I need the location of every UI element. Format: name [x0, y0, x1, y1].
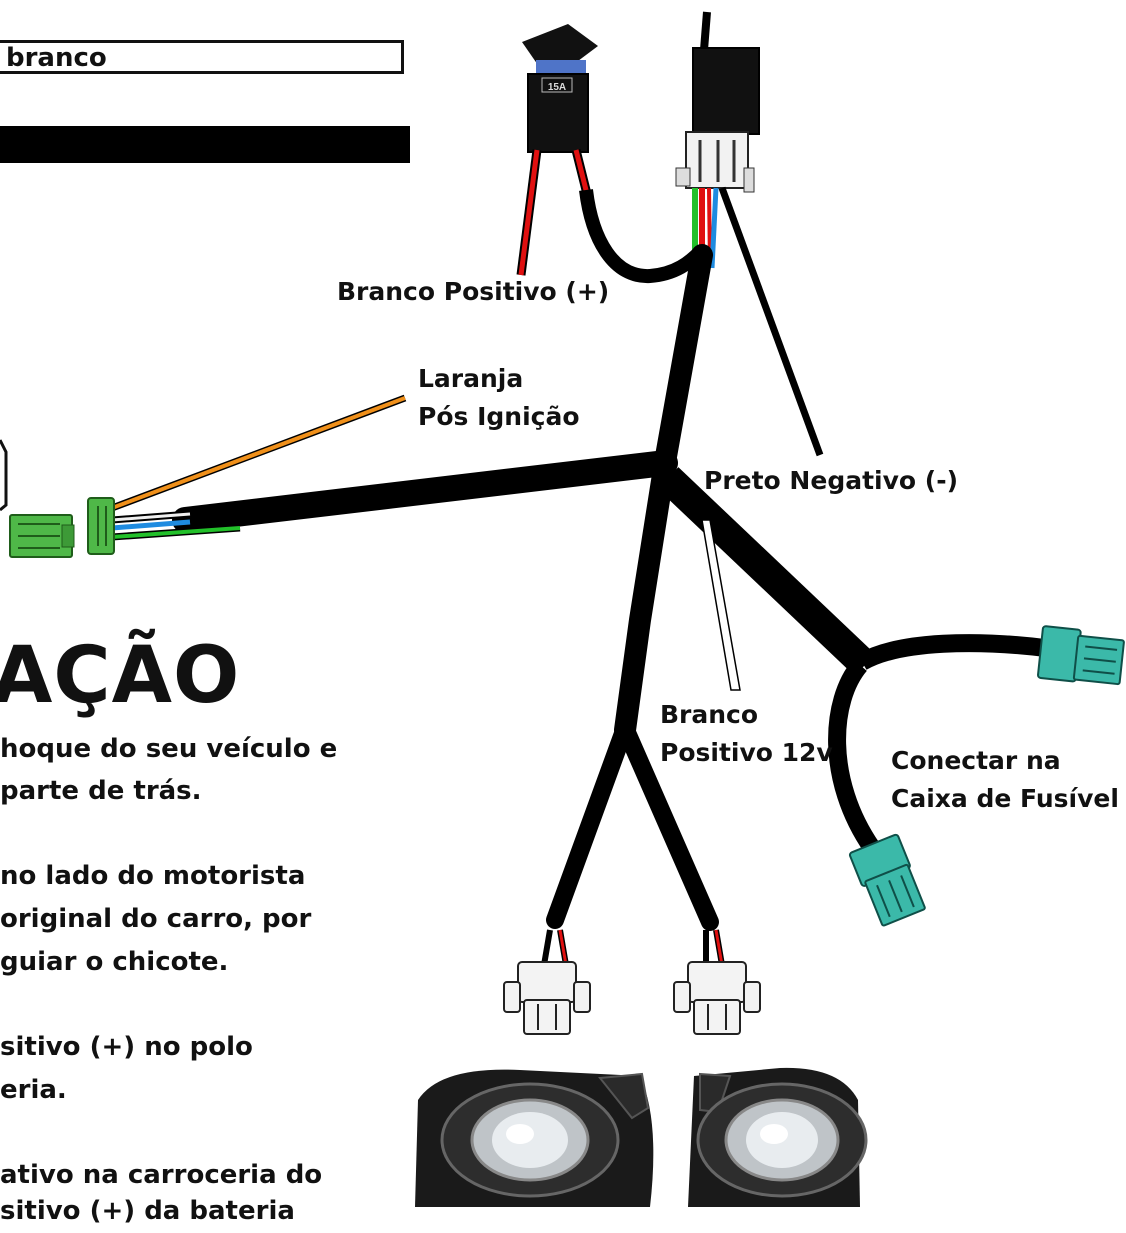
label-pos-ignicao: Pós Ignição [418, 402, 580, 431]
fusebox-connectors [828, 625, 1125, 927]
wiring-harness-diagram: 15A [0, 11, 1125, 1207]
fuse-amp-label: 15A [548, 82, 566, 93]
instruction-2-line-3: guiar o chicote. [0, 947, 229, 977]
relay-wires [692, 186, 824, 457]
left-edge-bracket [0, 439, 8, 512]
instruction-1-line-2: parte de trás. [0, 776, 202, 806]
white-12v-wire [701, 519, 741, 691]
lamp-connector-right [673, 929, 761, 1035]
top-left-black-bar [0, 126, 410, 163]
label-caixa-de-fusivel: Caixa de Fusível [891, 784, 1119, 813]
fog-lamp-left [415, 1069, 654, 1207]
left-branch [9, 394, 407, 558]
label-branco: Branco [660, 700, 759, 729]
instruction-4-line-1: ativo na carroceria do [0, 1160, 323, 1190]
instructions-heading: AÇÃO [0, 631, 241, 721]
instruction-3-line-1: sitivo (+) no polo [0, 1032, 253, 1062]
label-preto-negativo: Preto Negativo (-) [704, 466, 959, 495]
label-conectar-na: Conectar na [891, 746, 1061, 775]
fog-lamp-right [688, 1067, 868, 1207]
label-positivo-12v: Positivo 12v [660, 738, 833, 767]
instruction-2-line-1: no lado do motorista [0, 861, 306, 891]
label-laranja: Laranja [418, 364, 524, 393]
instruction-3-line-2: eria. [0, 1075, 67, 1105]
fuse-holder: 15A [516, 24, 705, 284]
relay [675, 11, 760, 193]
top-box-text: branco [6, 43, 107, 73]
lamp-connector-left [503, 929, 591, 1035]
instruction-2-line-2: original do carro, por [0, 904, 312, 934]
harness-trunk [172, 244, 876, 931]
top-left-text-box: branco [0, 40, 404, 74]
label-branco-positivo: Branco Positivo (+) [337, 277, 610, 306]
instruction-4-line-2: sitivo (+) da bateria [0, 1196, 295, 1226]
instruction-1-line-1: hoque do seu veículo e [0, 734, 338, 764]
